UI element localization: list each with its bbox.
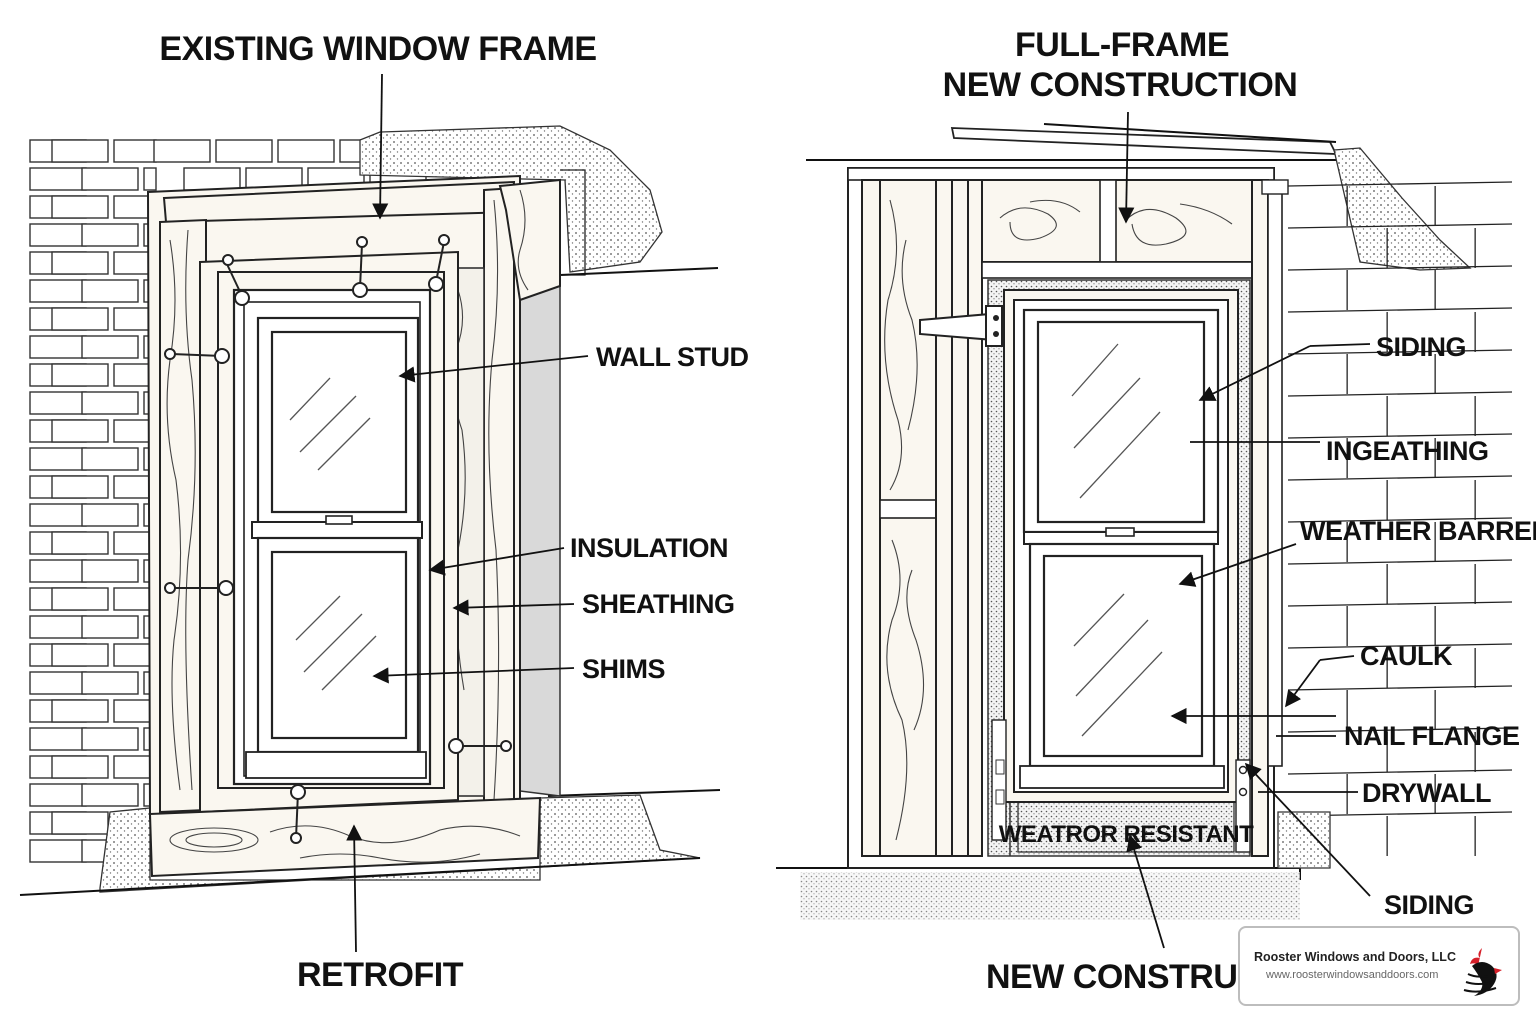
header-beam	[981, 179, 1253, 263]
fasteners-left	[164, 234, 512, 844]
sheathing-label: SHEATHING	[582, 589, 735, 619]
brand-url[interactable]: www.roosterwindowsanddoors.com	[1266, 969, 1439, 981]
brand-card: Rooster Windows and Doors, LLC www.roost…	[1238, 926, 1520, 1006]
weather-barrier-label: WEATHER BARRER	[1300, 516, 1536, 546]
siding-top-label: SIDING	[1376, 332, 1466, 362]
sill-wood	[148, 796, 542, 878]
new-construction-panel: FULL-FRAME NEW CONSTRUCTION SIDING INGEA…	[776, 26, 1536, 996]
weather-resistant-label: WEATROR RESISTANT	[999, 821, 1254, 848]
shims-label: SHIMS	[582, 654, 665, 684]
full-frame-title-line2: NEW CONSTRUCTION	[943, 66, 1298, 104]
stone-right	[1333, 147, 1472, 271]
retrofit-panel: EXISTING WINDOW FRAME WALL STUD INSULATI…	[19, 30, 749, 994]
roof-eave	[950, 127, 1338, 155]
rooster-logo-icon	[1463, 948, 1502, 996]
existing-window-frame-title: EXISTING WINDOW FRAME	[159, 30, 596, 68]
new-construction-caption: NEW CONSTRUCT	[986, 958, 1282, 996]
caulk-label: CAULK	[1360, 641, 1453, 671]
insulation-label: INSULATION	[570, 533, 728, 563]
right-siding	[1287, 181, 1513, 856]
ingeathing-label: INGEATHING	[1326, 436, 1489, 466]
drywall-label: DRYWALL	[1362, 778, 1491, 808]
nail-flange-label: NAIL FLANGE	[1344, 721, 1520, 751]
siding-bottom-label: SIDING	[1384, 890, 1474, 920]
wall-stud-label: WALL STUD	[596, 342, 749, 372]
retrofit-caption: RETROFIT	[297, 956, 464, 994]
brand-name: Rooster Windows and Doors, LLC	[1254, 950, 1456, 964]
full-frame-title-line1: FULL-FRAME	[1015, 26, 1229, 64]
